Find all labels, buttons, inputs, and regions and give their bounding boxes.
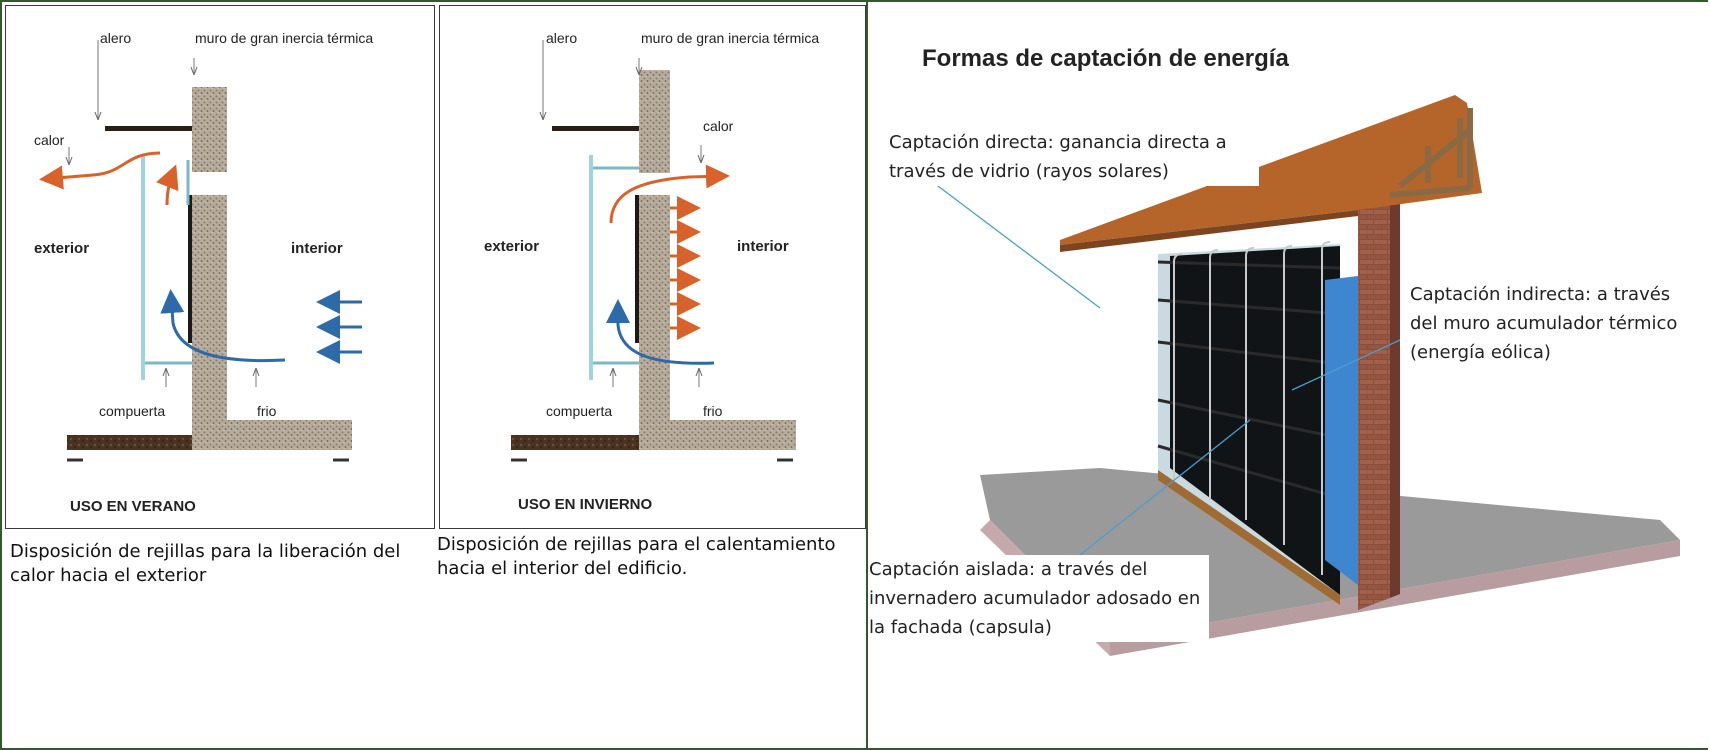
winter-ground [511,435,639,450]
callout-line-isolated [1079,419,1251,556]
roof-trusses [1389,108,1473,198]
annotation-indirect: Captación indirecta: a través del muro a… [1410,280,1700,367]
callout-line-direct [929,179,1101,309]
winter-diagram [511,40,796,462]
summer-caption: Disposición de rejillas para la liberaci… [10,541,401,586]
summer-thermal-wall-lower [192,195,227,450]
summer-diagram [39,40,362,462]
vertical-pipes [1173,241,1331,575]
winter-eave [552,126,639,131]
winter-thermal-wall [639,70,670,173]
column-divider [866,0,868,750]
winter-label-muro: muro de gran inercia térmica [641,30,820,46]
summer-label-interior: interior [291,240,343,257]
brick-column [1358,196,1390,610]
summer-eave [105,126,192,131]
roof [1060,95,1482,245]
winter-panel-title: USO EN INVIERNO [518,496,653,513]
annotation-isolated: Captación aislada: a través del invernad… [869,555,1209,642]
winter-label-exterior: exterior [484,238,540,255]
summer-foundation [192,420,352,450]
winter-label-compuerta: compuerta [546,403,613,419]
summer-label-compuerta: compuerta [99,403,166,419]
winter-thermal-wall-lower [639,195,670,450]
summer-glazing [141,155,145,380]
thermal-mass-wall [1325,276,1358,585]
winter-label-frio: frio [703,403,723,419]
grid-bars [1157,260,1341,500]
winter-label-calor: calor [703,118,734,134]
summer-label-calor: calor [34,132,65,148]
summer-thermal-wall [192,87,227,172]
energy-heading: Formas de captación de energía [922,45,1289,72]
summer-label-frio: frio [257,403,277,419]
winter-label-interior: interior [737,238,789,255]
winter-foundation [639,420,796,450]
callout-line-indirect [1291,339,1401,391]
annotation-direct: Captación directa: ganancia directa a tr… [889,128,1259,186]
summer-label-exterior: exterior [34,240,90,257]
summer-label-alero: alero [100,30,132,46]
summer-label-muro: muro de gran inercia térmica [195,30,374,46]
winter-glazing [589,155,593,380]
winter-caption: Disposición de rejillas para el calentam… [437,534,836,579]
summer-ground [67,435,192,450]
summer-panel-title: USO EN VERANO [70,498,196,515]
winter-label-alero: alero [546,30,578,46]
